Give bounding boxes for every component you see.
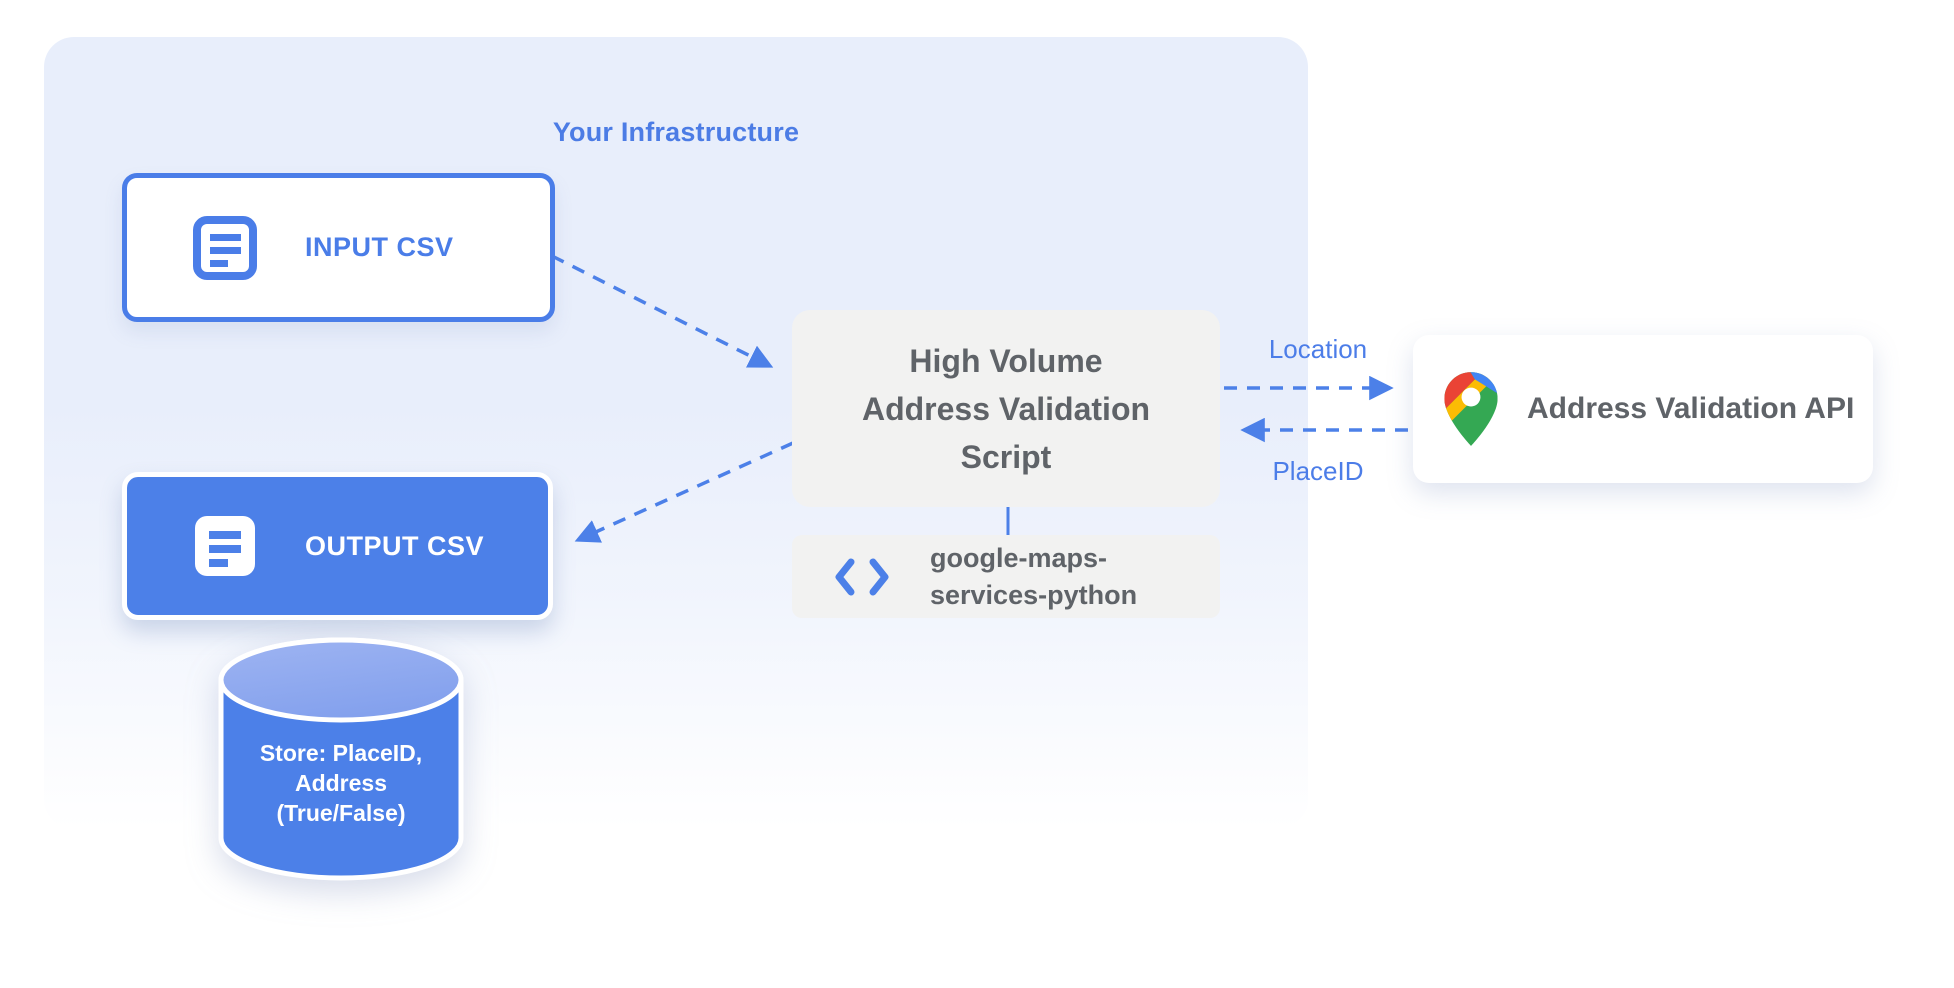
google-maps-pin-icon [1444,372,1498,446]
address-validation-api-node: Address Validation API [1413,335,1873,483]
document-icon [193,215,257,280]
output-csv-node: OUTPUT CSV [122,472,553,620]
address-validation-api-label: Address Validation API [1527,392,1855,425]
library-node: google-maps- services-python [792,535,1220,618]
input-csv-node: INPUT CSV [122,173,555,322]
code-icon [835,558,889,595]
location-edge-label: Location [1268,334,1368,364]
validation-script-node: High Volume Address Validation Script [792,310,1220,507]
placeid-edge-label: PlaceID [1272,456,1364,486]
datastore-cylinder [218,637,464,881]
document-icon [195,516,255,576]
output-csv-label: OUTPUT CSV [305,530,485,561]
input-csv-label: INPUT CSV [305,232,454,262]
container-title: Your Infrastructure [552,117,800,147]
datastore-label: Store: PlaceID, Address (True/False) [259,740,423,826]
library-label: google-maps- services-python [930,542,1138,610]
validation-script-label: High Volume Address Validation Script [861,342,1151,475]
